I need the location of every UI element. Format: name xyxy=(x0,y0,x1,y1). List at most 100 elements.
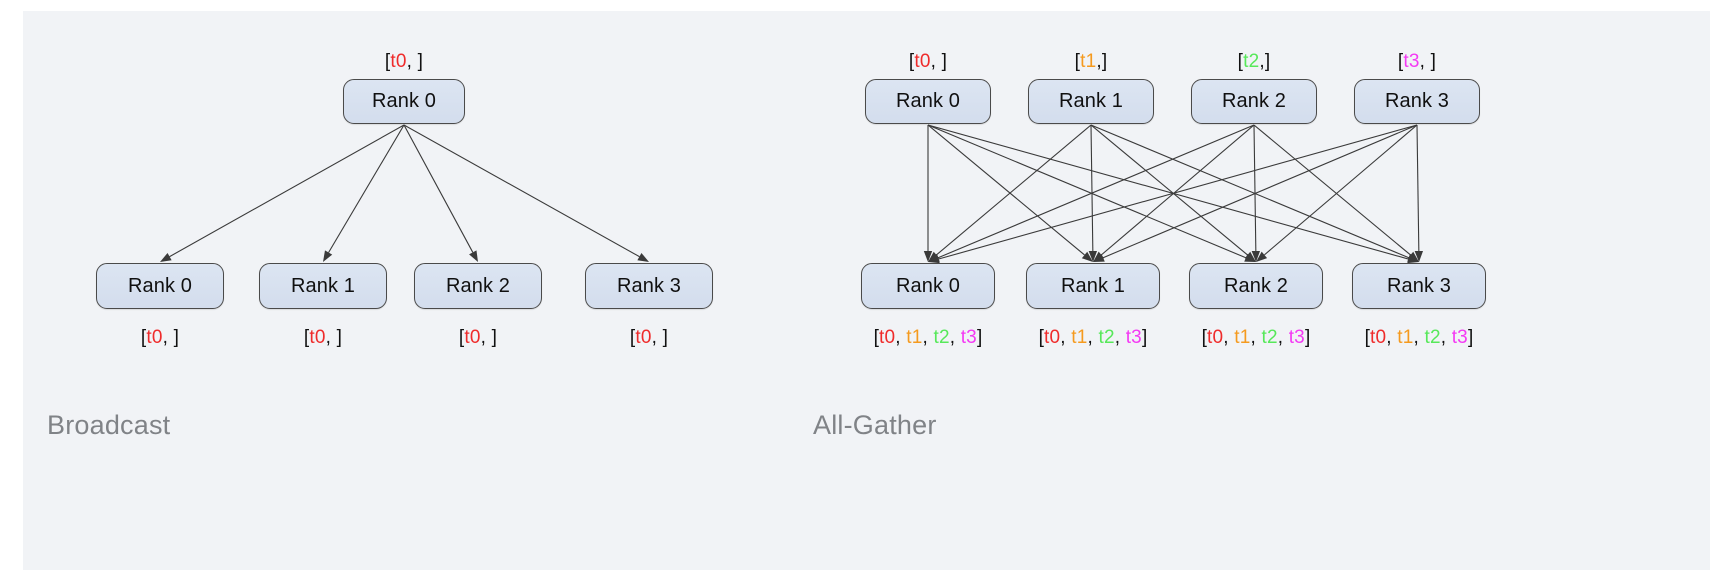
dest-node-dst-2[interactable]: Rank 2 xyxy=(1189,263,1323,309)
edge-arrowhead-icon xyxy=(469,250,478,262)
edge-line xyxy=(936,124,1092,256)
token-text: t0 xyxy=(914,51,931,72)
node-label: Rank 1 xyxy=(1059,90,1123,112)
edge-line xyxy=(1264,124,1418,256)
token-text: [ xyxy=(1364,327,1371,348)
dest-node-dst-1[interactable]: Rank 1 xyxy=(259,263,387,309)
source-node-src-2[interactable]: Rank 2 xyxy=(1191,79,1317,124)
token-text: t3 xyxy=(960,327,977,348)
edge-arrowhead-icon xyxy=(928,251,940,262)
token-text: ] xyxy=(1141,327,1148,348)
token-text: t0 xyxy=(1207,327,1224,348)
token-text: , xyxy=(895,327,907,348)
edge-arrowhead-icon xyxy=(1093,251,1105,262)
node-label: Rank 3 xyxy=(617,274,681,297)
edge-arrowhead-icon xyxy=(1081,251,1093,262)
dest-tag-dst-1: [t0, t1, t2, t3] xyxy=(1039,327,1148,349)
edge-line xyxy=(937,124,1255,259)
edge-arrowhead-icon xyxy=(1256,251,1268,262)
edge-line xyxy=(1102,124,1418,259)
edge-arrowhead-icon xyxy=(923,251,933,262)
token-text: [ xyxy=(140,327,147,348)
edge-line xyxy=(927,124,1409,260)
edge-arrowhead-icon xyxy=(323,250,333,262)
token-text: , xyxy=(1250,327,1262,348)
token-text: , xyxy=(1114,327,1126,348)
edge-line xyxy=(1416,124,1420,252)
edge-arrowhead-icon xyxy=(1093,253,1105,262)
source-node-src-1[interactable]: Rank 1 xyxy=(1028,79,1154,124)
node-label: Rank 2 xyxy=(446,274,510,297)
token-text: [ xyxy=(1201,327,1208,348)
edge-arrowhead-icon xyxy=(1407,251,1419,262)
node-label: Rank 2 xyxy=(1222,90,1286,112)
dest-node-dst-0[interactable]: Rank 0 xyxy=(861,263,995,309)
token-text: t3 xyxy=(1451,327,1468,348)
edge-arrowhead-icon xyxy=(928,253,940,262)
edge-arrowhead-icon xyxy=(928,254,940,264)
token-text: , xyxy=(1440,327,1452,348)
dest-node-dst-0[interactable]: Rank 0 xyxy=(96,263,224,309)
edge-line xyxy=(927,124,1247,259)
token-text: , ] xyxy=(162,327,180,348)
edge-line xyxy=(938,124,1418,260)
token-text: [ xyxy=(908,51,915,72)
token-text: ,] xyxy=(1096,51,1108,72)
token-text: , xyxy=(922,327,934,348)
dest-tag-dst-0: [t0, t1, t2, t3] xyxy=(874,327,983,349)
token-text: , ] xyxy=(406,51,424,72)
token-text: [ xyxy=(629,327,636,348)
token-text: [ xyxy=(458,327,465,348)
edge-arrowhead-icon xyxy=(1407,254,1419,264)
edge-line xyxy=(1090,124,1094,252)
token-text: , ] xyxy=(930,51,948,72)
token-text: [ xyxy=(1074,51,1081,72)
node-label: Rank 1 xyxy=(291,274,355,297)
token-text: , xyxy=(1277,327,1289,348)
edge-line xyxy=(1253,124,1257,252)
dest-node-dst-1[interactable]: Rank 1 xyxy=(1026,263,1160,309)
token-text: ] xyxy=(1467,327,1474,348)
dest-tag-dst-3: [t0, t1, t2, t3] xyxy=(1365,327,1474,349)
token-text: , xyxy=(1060,327,1072,348)
panel-broadcast: Rank 0[t0, ]Rank 0[t0, ]Rank 1[t0, ]Rank… xyxy=(23,11,813,570)
edge-line xyxy=(1090,124,1248,256)
token-text: t1 xyxy=(1071,327,1088,348)
source-tag-src-0: [t0, ] xyxy=(909,51,947,73)
source-node-src-0[interactable]: Rank 0 xyxy=(865,79,991,124)
token-text: , ] xyxy=(1419,51,1437,72)
edge-arrowhead-icon xyxy=(1244,251,1256,262)
token-text: t3 xyxy=(1403,51,1420,72)
edge-line xyxy=(927,124,1085,256)
source-node-src-0[interactable]: Rank 0 xyxy=(343,79,465,124)
panel-allgather: Rank 0[t0, ]Rank 1[t1,]Rank 2[t2,]Rank 3… xyxy=(813,11,1710,570)
node-label: Rank 0 xyxy=(896,274,960,297)
token-text: t0 xyxy=(635,327,652,348)
edge-line xyxy=(1253,124,1411,256)
token-text: , ] xyxy=(480,327,498,348)
source-tag-src-3: [t3, ] xyxy=(1398,51,1436,73)
token-text: , xyxy=(1413,327,1425,348)
edge-arrowhead-icon xyxy=(160,252,172,262)
token-text: ,] xyxy=(1259,51,1271,72)
node-label: Rank 1 xyxy=(1061,274,1125,297)
dest-tag-dst-1: [t0, ] xyxy=(304,327,342,349)
node-label: Rank 0 xyxy=(896,90,960,112)
dest-node-dst-3[interactable]: Rank 3 xyxy=(1352,263,1486,309)
dest-node-dst-2[interactable]: Rank 2 xyxy=(414,263,542,309)
dest-tag-dst-2: [t0, t1, t2, t3] xyxy=(1202,327,1311,349)
dest-node-dst-3[interactable]: Rank 3 xyxy=(585,263,713,309)
token-text: , ] xyxy=(325,327,343,348)
edge-line xyxy=(1090,124,1410,259)
token-text: t2 xyxy=(933,327,950,348)
token-text: ] xyxy=(1304,327,1311,348)
token-text: , xyxy=(1087,327,1099,348)
source-node-src-3[interactable]: Rank 3 xyxy=(1354,79,1480,124)
edge-arrowhead-icon xyxy=(1244,253,1256,262)
edge-line xyxy=(403,124,640,258)
token-text: , xyxy=(1223,327,1235,348)
token-text: [ xyxy=(384,51,391,72)
token-text: t2 xyxy=(1098,327,1115,348)
source-tag-src-2: [t2,] xyxy=(1238,51,1271,73)
source-tag-src-1: [t1,] xyxy=(1075,51,1108,73)
